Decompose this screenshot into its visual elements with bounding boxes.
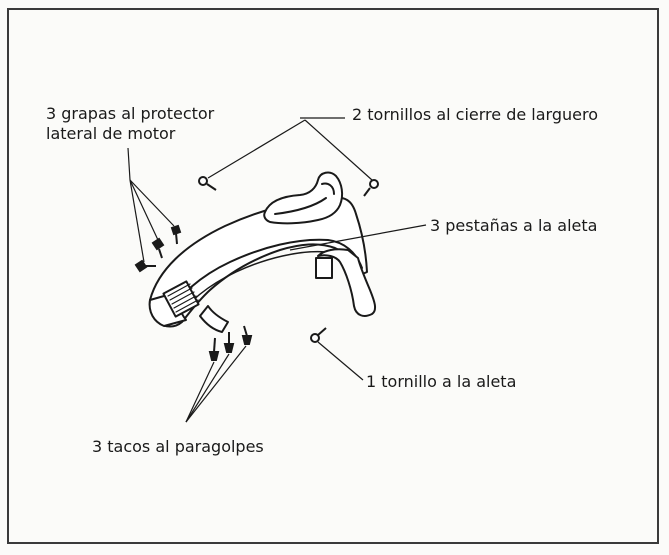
plug-1 [208,337,220,361]
screw-right-top [363,179,379,197]
leader-pestanas [289,224,427,251]
leader-grapas-1 [129,179,145,263]
liner-right-leg [317,248,377,317]
fasteners [134,176,379,361]
liner-tab-groove [274,197,327,215]
clip-3 [170,224,182,245]
screw-left-top [198,176,217,191]
plug-2 [223,332,235,353]
leader-tacos-1 [185,361,215,423]
leader-tacos-2 [185,353,230,423]
label-grapas: 3 grapas al protector lateral de motor [46,104,214,144]
leader-grapas-stem [127,147,131,181]
leader-grapas-3 [129,179,175,227]
label-tornillos-larguero: 2 tornillos al cierre de larguero [352,105,598,124]
screw-bottom [310,327,327,343]
clip-1 [134,259,156,273]
leader-grapas-2 [129,179,159,241]
fender-liner-part [148,171,377,333]
vent-grille [162,280,200,318]
label-tacos: 3 tacos al paragolpes [92,437,264,456]
label-grapas-line2: lateral de motor [46,124,176,143]
liner-upper-tab [263,171,344,225]
plug-3 [241,325,253,345]
label-grapas-line1: 3 grapas al protector [46,104,215,123]
diagram-frame [7,8,659,544]
liner-right-leg-notch [315,257,333,279]
label-tornillo-aleta: 1 tornillo a la aleta [366,372,517,391]
leader-larguero-right [304,119,373,181]
label-pestanas: 3 pestañas a la aleta [430,216,598,235]
clip-2 [151,237,165,259]
leader-tacos-3 [185,345,247,423]
liner-lower-skirt [199,305,229,333]
liner-tab-groove-2 [321,182,335,195]
leader-lines [127,117,427,423]
leader-tornillo-aleta [317,341,364,381]
leader-larguero-left [207,119,306,179]
